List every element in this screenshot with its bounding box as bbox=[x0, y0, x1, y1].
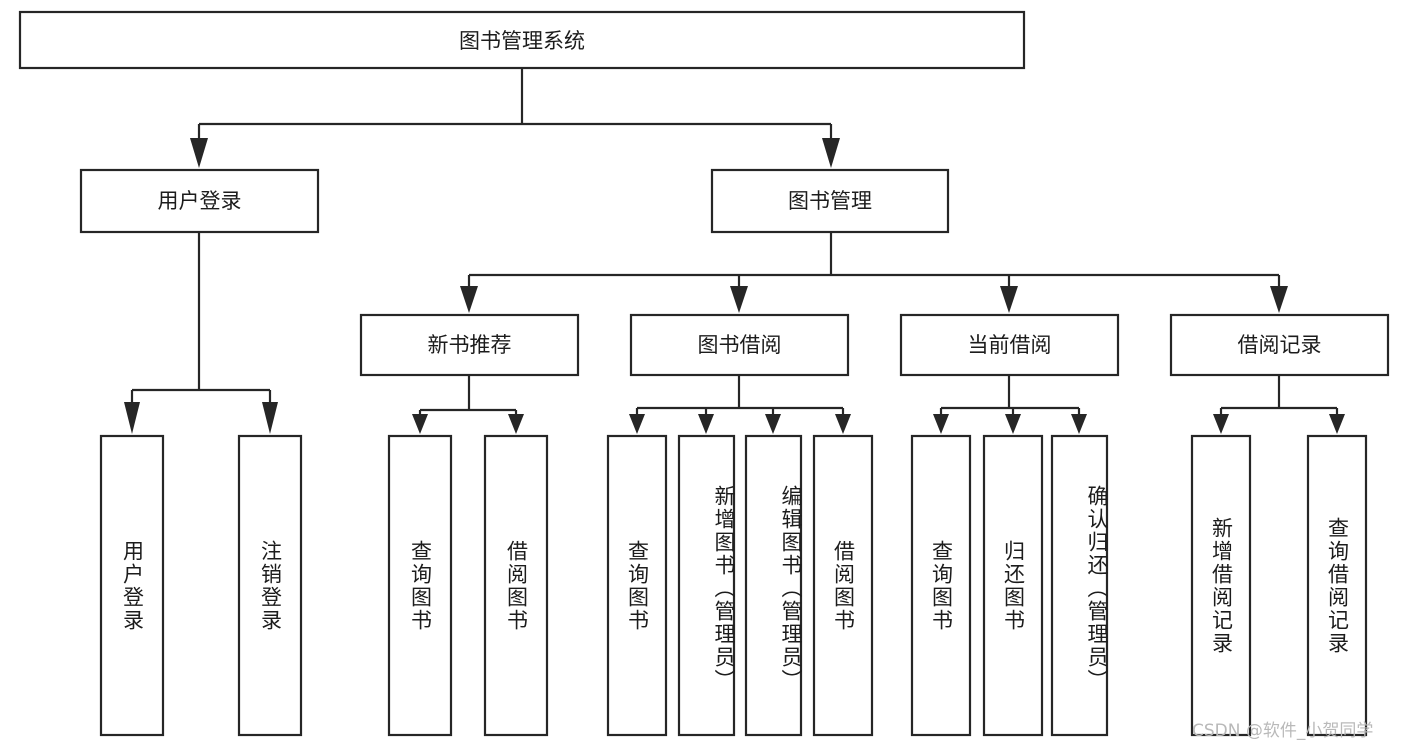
node-leaf-query-book-3-box[interactable] bbox=[910, 434, 972, 737]
node-leaf-add-book-box[interactable] bbox=[677, 434, 736, 737]
node-book-borrow-box[interactable] bbox=[629, 313, 850, 377]
arrow-to-leaf-borrow-book-1 bbox=[508, 414, 524, 434]
arrow-to-leaf-query-book-2 bbox=[629, 414, 645, 434]
node-user-login[interactable]: 用户登录 bbox=[79, 168, 320, 234]
arrow-to-leaf-return-book bbox=[1005, 414, 1021, 434]
leaf-boxes bbox=[99, 434, 1368, 737]
arrow-to-leaf-add-record bbox=[1213, 414, 1229, 434]
node-user-login-label: 用户登录 bbox=[158, 189, 242, 213]
node-leaf-edit-book-box[interactable] bbox=[744, 434, 803, 737]
node-leaf-borrow-book-2-box[interactable] bbox=[812, 434, 874, 737]
arrow-to-leaf-add-book bbox=[698, 414, 714, 434]
node-current-borrow-label: 当前借阅 bbox=[968, 333, 1052, 357]
node-leaf-return-book-box[interactable] bbox=[982, 434, 1044, 737]
arrow-to-leaf-query-book-3 bbox=[933, 414, 949, 434]
node-user-login-box[interactable] bbox=[79, 168, 320, 234]
arrow-root-to-user-login bbox=[190, 138, 208, 168]
node-current-borrow[interactable]: 当前借阅 bbox=[899, 313, 1120, 377]
node-borrow-record-box[interactable] bbox=[1169, 313, 1390, 377]
node-leaf-query-book-2-box[interactable] bbox=[606, 434, 668, 737]
arrow-to-leaf-borrow-book-2 bbox=[835, 414, 851, 434]
arrow-to-leaf-logout bbox=[262, 402, 278, 434]
node-book-manage-box[interactable] bbox=[710, 168, 950, 234]
csdn-watermark: CSDN @软件_小贺同学 bbox=[1192, 721, 1374, 741]
node-leaf-borrow-book-1-box[interactable] bbox=[483, 434, 549, 737]
arrow-to-book-borrow bbox=[730, 286, 748, 313]
node-leaf-add-record-box[interactable] bbox=[1190, 434, 1252, 737]
connector-group-book-manage bbox=[460, 232, 1288, 313]
node-new-book-rec-label: 新书推荐 bbox=[428, 333, 512, 357]
arrow-to-new-book-rec bbox=[460, 286, 478, 313]
node-leaf-confirm-return-box[interactable] bbox=[1050, 434, 1109, 737]
node-root-label: 图书管理系统 bbox=[459, 29, 585, 53]
arrow-root-to-book-manage bbox=[822, 138, 840, 168]
node-borrow-record[interactable]: 借阅记录 bbox=[1169, 313, 1390, 377]
arrow-to-leaf-query-book-1 bbox=[412, 414, 428, 434]
connector-group-new-book-rec bbox=[412, 375, 524, 434]
node-root[interactable]: 图书管理系统 bbox=[18, 10, 1026, 70]
node-new-book-rec[interactable]: 新书推荐 bbox=[359, 313, 580, 377]
node-leaf-user-login-box[interactable] bbox=[99, 434, 165, 737]
connector-group-user-login bbox=[124, 232, 278, 434]
node-book-borrow-label: 图书借阅 bbox=[698, 333, 782, 357]
arrow-to-leaf-user-login bbox=[124, 402, 140, 434]
node-leaf-query-record-box[interactable] bbox=[1306, 434, 1368, 737]
node-book-manage[interactable]: 图书管理 bbox=[710, 168, 950, 234]
connector-group-book-borrow bbox=[629, 375, 851, 434]
node-book-manage-label: 图书管理 bbox=[788, 189, 872, 213]
arrow-to-current-borrow bbox=[1000, 286, 1018, 313]
arrow-to-leaf-query-record bbox=[1329, 414, 1345, 434]
node-root-box[interactable] bbox=[18, 10, 1026, 70]
connector-group-borrow-record bbox=[1213, 375, 1345, 434]
node-leaf-logout-box[interactable] bbox=[237, 434, 303, 737]
node-current-borrow-box[interactable] bbox=[899, 313, 1120, 377]
node-borrow-record-label: 借阅记录 bbox=[1238, 333, 1322, 357]
node-new-book-rec-box[interactable] bbox=[359, 313, 580, 377]
arrow-to-leaf-edit-book bbox=[765, 414, 781, 434]
node-book-borrow[interactable]: 图书借阅 bbox=[629, 313, 850, 377]
connector-group-root bbox=[190, 68, 840, 168]
node-leaf-query-book-1-box[interactable] bbox=[387, 434, 453, 737]
connector-group-current-borrow bbox=[933, 375, 1087, 434]
arrow-to-leaf-confirm-return bbox=[1071, 414, 1087, 434]
arrow-to-borrow-record bbox=[1270, 286, 1288, 313]
